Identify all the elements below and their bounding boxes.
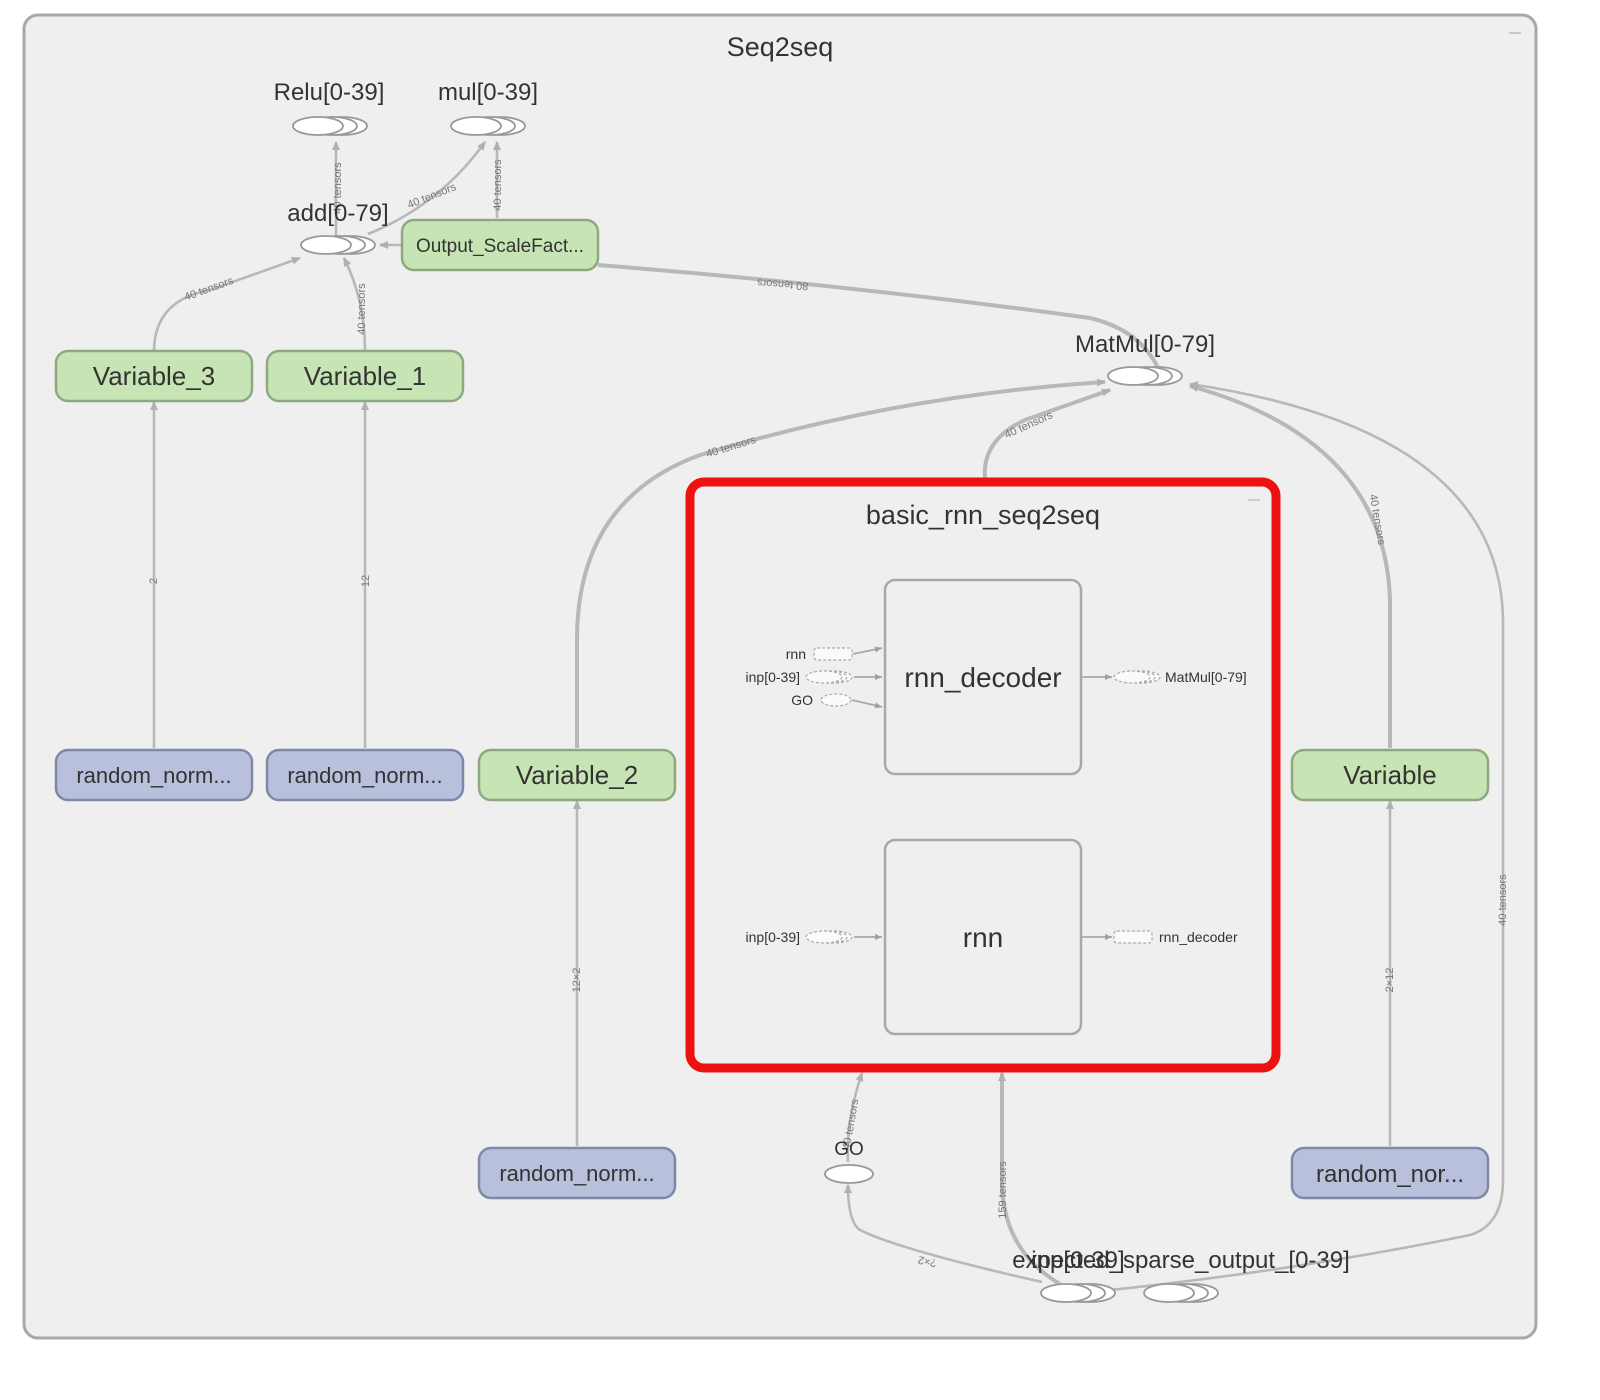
op-add[interactable]: add[0-79] bbox=[287, 200, 389, 255]
edge-var3-add[interactable] bbox=[152, 256, 301, 351]
edge-var1-add[interactable] bbox=[342, 257, 367, 351]
edge-label-matmul-from-right: 40 tensors bbox=[1497, 874, 1509, 926]
op-relu-label: Relu[0-39] bbox=[274, 79, 385, 106]
output-matmul-label: MatMul[0-79] bbox=[1165, 669, 1247, 685]
op-relu[interactable]: Relu[0-39] bbox=[274, 79, 385, 136]
op-inp-label: inp[0-39] bbox=[1031, 1247, 1124, 1274]
op-go[interactable]: GO bbox=[824, 1139, 874, 1184]
op-expected-sparse-output[interactable]: expected_sparse_output_[0-39] bbox=[1012, 1247, 1350, 1303]
input-inp-label: inp[0-39] bbox=[746, 669, 800, 685]
edge-variable-matmul[interactable] bbox=[1189, 384, 1392, 748]
node-rnn-decoder-label: rnn_decoder bbox=[904, 662, 1061, 693]
rnn-input-inp-label: inp[0-39] bbox=[746, 929, 800, 945]
node-variable-2-label: Variable_2 bbox=[516, 760, 638, 790]
node-random-norm-d[interactable]: random_nor... bbox=[1290, 1146, 1490, 1200]
node-variable-2[interactable]: Variable_2 bbox=[477, 748, 677, 802]
input-go-placeholder bbox=[820, 693, 852, 707]
edge-label-mul-in-right: 40 tensors bbox=[492, 159, 504, 211]
op-matmul-label: MatMul[0-79] bbox=[1075, 331, 1215, 358]
node-variable-3-label: Variable_3 bbox=[93, 361, 215, 391]
edge-label-var2-from-rn: 12×2 bbox=[571, 968, 583, 993]
subgraph-basic-rnn-seq2seq[interactable]: basic_rnn_seq2seq rnn_decoder rnn inp[0-… bbox=[685, 477, 1281, 1073]
rnn-input-inp-placeholder-1 bbox=[805, 930, 843, 944]
input-inp-placeholder-1 bbox=[805, 670, 843, 684]
node-random-norm-c[interactable]: random_norm... bbox=[477, 1146, 677, 1200]
op-expected-label: expected_sparse_output_[0-39] bbox=[1012, 1247, 1350, 1274]
edge-add-mul[interactable] bbox=[367, 141, 487, 236]
output-matmul-placeholder-1 bbox=[1113, 670, 1151, 684]
node-variable-label: Variable bbox=[1343, 760, 1436, 790]
edge-label-var1-from-rn: 12 bbox=[360, 575, 372, 587]
edge-label-box-from-inputs: 159 tensors bbox=[997, 1161, 1009, 1219]
op-add-label: add[0-79] bbox=[287, 200, 388, 227]
node-rnn[interactable]: rnn bbox=[883, 838, 1083, 1036]
op-inp[interactable]: inp[0-39] bbox=[1031, 1247, 1125, 1303]
node-rnn-decoder[interactable]: rnn_decoder bbox=[883, 578, 1083, 776]
graph-title: Seq2seq bbox=[727, 32, 834, 62]
node-random-norm-a[interactable]: random_norm... bbox=[54, 748, 254, 802]
edge-inp-box[interactable] bbox=[998, 1072, 1062, 1286]
op-mul-label: mul[0-39] bbox=[438, 79, 538, 106]
node-output-scalefactor[interactable]: Output_ScaleFact... bbox=[400, 218, 600, 272]
node-random-norm-b[interactable]: random_norm... bbox=[265, 748, 465, 802]
node-variable-1[interactable]: Variable_1 bbox=[265, 349, 465, 403]
node-random-norm-a-label: random_norm... bbox=[76, 763, 231, 788]
input-rnn-label: rnn bbox=[786, 646, 806, 662]
edge-expected-matmul[interactable] bbox=[1109, 381, 1505, 1292]
edge-label-relu-in: 40 tensors bbox=[332, 162, 344, 214]
op-mul[interactable]: mul[0-39] bbox=[438, 79, 538, 136]
node-random-norm-d-label: random_nor... bbox=[1316, 1161, 1464, 1188]
edge-label-go-from-inputs: ?×2 bbox=[917, 1253, 938, 1269]
input-go-label: GO bbox=[791, 692, 813, 708]
edge-box-matmul[interactable] bbox=[982, 388, 1111, 479]
op-matmul[interactable]: MatMul[0-79] bbox=[1075, 331, 1215, 386]
edge-inner-rnn bbox=[852, 646, 883, 655]
node-variable-1-label: Variable_1 bbox=[304, 361, 426, 391]
input-rnn-placeholder bbox=[813, 647, 853, 661]
edge-var2-matmul[interactable] bbox=[575, 378, 1106, 748]
node-random-norm-c-label: random_norm... bbox=[499, 1161, 654, 1186]
edge-label-var3-from-rn: 2 bbox=[148, 578, 160, 584]
op-go-label: GO bbox=[834, 1139, 864, 1160]
rnn-output-decoder-label: rnn_decoder bbox=[1159, 929, 1238, 945]
node-rnn-label: rnn bbox=[963, 922, 1003, 953]
edge-inp-go[interactable] bbox=[844, 1184, 1043, 1284]
edge-go-box[interactable] bbox=[846, 1072, 864, 1163]
node-variable[interactable]: Variable bbox=[1290, 748, 1490, 802]
edge-inner-go bbox=[851, 699, 883, 709]
edge-label-matmul-output: 80 tensors bbox=[756, 276, 809, 292]
node-variable-3[interactable]: Variable_3 bbox=[54, 349, 254, 403]
edge-label-add-from-var1: 40 tensors bbox=[356, 283, 368, 335]
edge-matmul-output[interactable] bbox=[597, 263, 1160, 369]
node-random-norm-b-label: random_norm... bbox=[287, 763, 442, 788]
subgraph-title: basic_rnn_seq2seq bbox=[866, 500, 1100, 530]
edge-label-variable-from-rn: 2×12 bbox=[1384, 968, 1396, 993]
node-output-scalefactor-label: Output_ScaleFact... bbox=[416, 236, 584, 257]
rnn-output-decoder-placeholder bbox=[1113, 930, 1153, 944]
